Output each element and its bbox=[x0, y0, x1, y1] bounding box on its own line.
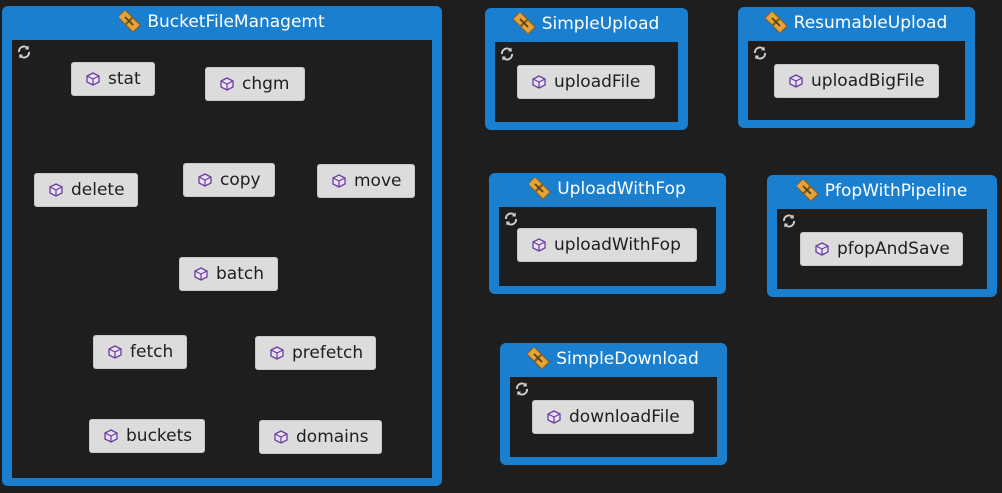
class-box-simpledownload[interactable]: SimpleDownload downloadFile bbox=[500, 343, 727, 465]
class-title: BucketFileManagemt bbox=[147, 12, 325, 32]
class-icon bbox=[766, 12, 788, 34]
class-header: PfopWithPipeline bbox=[767, 175, 997, 207]
class-body: pfopAndSave bbox=[777, 209, 987, 289]
class-box-pfopwithpipeline[interactable]: PfopWithPipeline pfopAndSave bbox=[767, 175, 997, 297]
class-title: PfopWithPipeline bbox=[824, 181, 968, 201]
method-domains[interactable]: domains bbox=[259, 420, 382, 454]
method-copy[interactable]: copy bbox=[183, 163, 275, 197]
method-fetch[interactable]: fetch bbox=[93, 335, 187, 369]
method-chgm[interactable]: chgm bbox=[205, 67, 305, 101]
class-title: SimpleDownload bbox=[556, 349, 699, 369]
refresh-icon[interactable] bbox=[503, 211, 519, 227]
class-icon bbox=[528, 348, 550, 370]
method-label: downloadFile bbox=[569, 407, 680, 427]
method-cube-icon bbox=[108, 345, 122, 359]
class-box-uploadwithfop[interactable]: UploadWithFop uploadWithFop bbox=[489, 173, 726, 294]
class-icon bbox=[797, 180, 819, 202]
class-title: SimpleUpload bbox=[541, 14, 660, 34]
class-body: downloadFile bbox=[510, 377, 717, 457]
method-label: buckets bbox=[126, 426, 193, 446]
method-label: chgm bbox=[242, 74, 290, 94]
class-header: ResumableUpload bbox=[738, 7, 975, 39]
method-cube-icon bbox=[104, 429, 118, 443]
refresh-icon[interactable] bbox=[16, 44, 32, 60]
method-move[interactable]: move bbox=[317, 164, 415, 198]
class-icon bbox=[119, 11, 141, 33]
method-cube-icon bbox=[86, 72, 100, 86]
method-cube-icon bbox=[532, 75, 546, 89]
class-header: BucketFileManagemt bbox=[2, 6, 442, 38]
class-header: UploadWithFop bbox=[489, 173, 726, 205]
method-uploadbigfile[interactable]: uploadBigFile bbox=[774, 64, 939, 98]
method-label: uploadBigFile bbox=[811, 71, 925, 91]
method-cube-icon bbox=[332, 174, 346, 188]
refresh-icon[interactable] bbox=[781, 213, 797, 229]
method-cube-icon bbox=[547, 410, 561, 424]
class-header: SimpleUpload bbox=[485, 8, 688, 40]
class-body: uploadBigFile bbox=[748, 41, 965, 120]
method-label: move bbox=[354, 171, 402, 191]
method-cube-icon bbox=[49, 183, 63, 197]
class-title: ResumableUpload bbox=[793, 13, 948, 33]
class-icon bbox=[529, 178, 551, 200]
method-cube-icon bbox=[270, 346, 284, 360]
class-header: SimpleDownload bbox=[500, 343, 727, 375]
method-label: batch bbox=[216, 264, 264, 284]
method-label: delete bbox=[71, 180, 125, 200]
method-cube-icon bbox=[532, 238, 546, 252]
method-label: prefetch bbox=[292, 343, 364, 363]
method-delete[interactable]: delete bbox=[34, 173, 138, 207]
method-stat[interactable]: stat bbox=[71, 62, 155, 96]
method-label: uploadFile bbox=[554, 72, 641, 92]
method-batch[interactable]: batch bbox=[179, 257, 278, 291]
class-title: UploadWithFop bbox=[557, 179, 686, 199]
class-body: uploadFile bbox=[495, 42, 678, 122]
method-label: domains bbox=[296, 427, 369, 447]
method-cube-icon bbox=[274, 430, 288, 444]
class-icon bbox=[514, 13, 536, 35]
method-cube-icon bbox=[220, 77, 234, 91]
class-box-resumableupload[interactable]: ResumableUpload uploadBigFile bbox=[738, 7, 975, 128]
class-body: uploadWithFop bbox=[499, 207, 716, 286]
class-body: stat chgm delete copy move batch fetch p… bbox=[12, 40, 432, 478]
method-prefetch[interactable]: prefetch bbox=[255, 336, 376, 370]
method-label: stat bbox=[108, 69, 141, 89]
method-uploadfile[interactable]: uploadFile bbox=[517, 65, 655, 99]
class-box-simpleupload[interactable]: SimpleUpload uploadFile bbox=[485, 8, 688, 130]
refresh-icon[interactable] bbox=[499, 46, 515, 62]
method-label: copy bbox=[220, 170, 261, 190]
class-box-bucketfilemanagemt[interactable]: BucketFileManagemt stat chgm delete copy… bbox=[2, 6, 442, 486]
method-cube-icon bbox=[198, 173, 212, 187]
method-uploadwithfop[interactable]: uploadWithFop bbox=[517, 228, 697, 262]
refresh-icon[interactable] bbox=[514, 381, 530, 397]
method-cube-icon bbox=[194, 267, 208, 281]
refresh-icon[interactable] bbox=[752, 45, 768, 61]
method-label: pfopAndSave bbox=[837, 239, 950, 259]
method-downloadfile[interactable]: downloadFile bbox=[532, 400, 694, 434]
method-pfopandsave[interactable]: pfopAndSave bbox=[800, 232, 963, 266]
method-label: fetch bbox=[130, 342, 174, 362]
method-cube-icon bbox=[815, 242, 829, 256]
method-buckets[interactable]: buckets bbox=[89, 419, 205, 453]
method-cube-icon bbox=[789, 74, 803, 88]
method-label: uploadWithFop bbox=[554, 235, 681, 255]
